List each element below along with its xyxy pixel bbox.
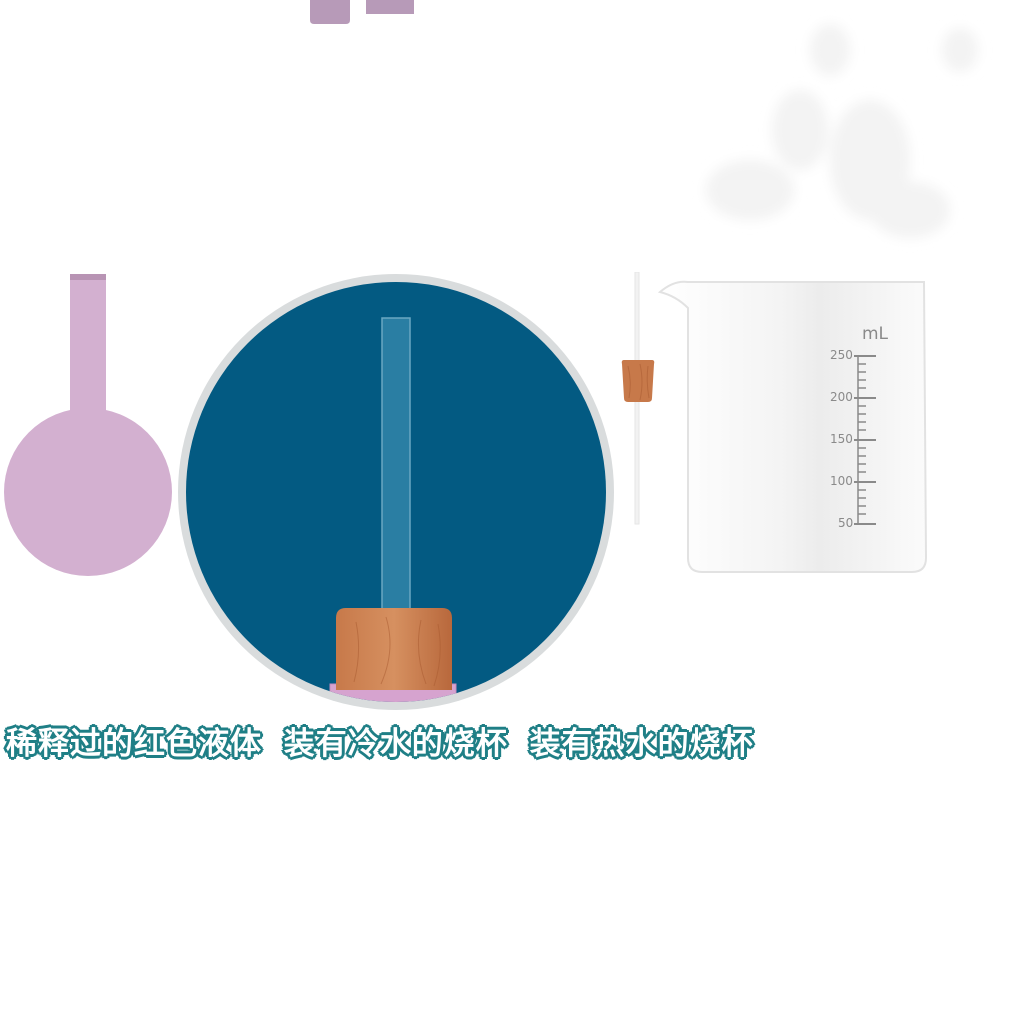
- beaker-scale-label: 100: [830, 474, 853, 488]
- beaker-scale-label: 200: [830, 390, 853, 404]
- beaker-unit-label: mL: [862, 324, 889, 344]
- caption-diluted-red-liquid: 稀释过的红色液体: [6, 726, 262, 762]
- beaker-scale-label: 150: [830, 432, 853, 446]
- small-cork-icon: [621, 360, 655, 402]
- caption-hot-water-beaker: 装有热水的烧杯: [529, 726, 754, 762]
- beaker-scale-label: 250: [830, 348, 853, 362]
- flask-diluted-red-liquid: [4, 274, 172, 576]
- caption-cold-water-beaker: 装有冷水的烧杯: [283, 726, 508, 762]
- steam-icon: [706, 24, 978, 238]
- cropped-purple-object: [310, 0, 414, 24]
- beaker-scale-label: 50: [838, 516, 854, 530]
- magnified-view-circle: [178, 274, 614, 710]
- caption-row: 稀释过的红色液体 装有冷水的烧杯 装有热水的烧杯: [6, 718, 764, 763]
- beaker-hot-water: mL 250 200 150 100 50: [654, 278, 934, 578]
